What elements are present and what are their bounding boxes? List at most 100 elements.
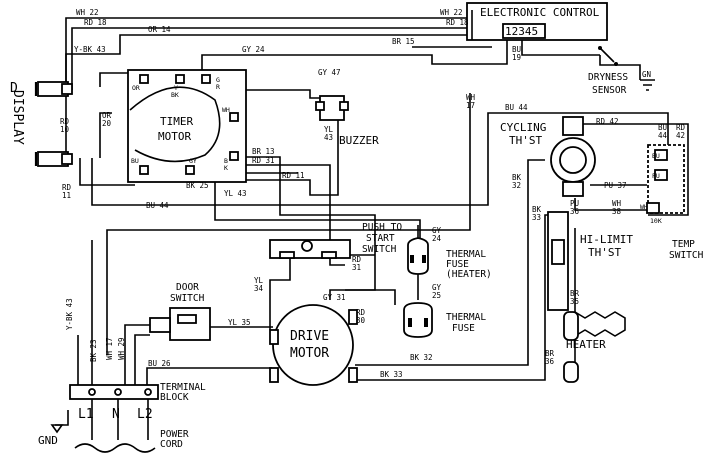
svg-text:WH 17: WH 17 (105, 337, 114, 360)
svg-text:RD: RD (356, 308, 366, 317)
svg-text:24: 24 (432, 234, 442, 243)
svg-text:32: 32 (512, 181, 521, 190)
door-label-1: DOOR (176, 282, 199, 293)
svg-text:BK 25: BK 25 (186, 181, 209, 190)
cycling-thermostat: CYCLING TH'ST (500, 116, 596, 197)
svg-text:BK 23: BK 23 (89, 339, 98, 362)
pc-label-2: CORD (160, 439, 183, 450)
timer-motor: TIMER MOTOR OR Y BK G R WH BU GY B K (127, 69, 247, 183)
svg-text:N: N (112, 407, 120, 422)
tfh-label-2: FUSE (446, 259, 469, 270)
svg-text:Y-BK 43: Y-BK 43 (65, 298, 74, 330)
tb-label-1: TERMINAL (160, 382, 206, 393)
svg-text:RD: RD (676, 123, 686, 132)
thermal-fuse: THERMAL FUSE (403, 302, 486, 338)
svg-text:RD: RD (62, 183, 72, 192)
display-D: D (10, 81, 18, 96)
temp-switch: BU PU WH 10K TEMP SWITCH (640, 144, 704, 261)
svg-text:44: 44 (658, 131, 668, 140)
svg-text:17: 17 (466, 101, 475, 110)
terminal-block: TERMINAL BLOCK L1 N L2 (69, 382, 206, 422)
thermal-fuse-heater: THERMAL FUSE (HEATER) (407, 237, 492, 280)
svg-text:YL: YL (324, 125, 334, 134)
svg-text:R: R (216, 83, 220, 91)
ec-pins: 12345 (505, 25, 538, 38)
tfh-label-1: THERMAL (446, 249, 486, 260)
svg-text:RD 11: RD 11 (282, 171, 305, 180)
pts-label-2: START (366, 233, 395, 244)
electronic-control: ELECTRONIC CONTROL 12345 (466, 2, 608, 41)
svg-text:34: 34 (254, 284, 264, 293)
push-to-start-switch: PUSH TO START SWITCH (269, 222, 402, 259)
buzzer: BUZZER (315, 95, 379, 147)
display: D DISPLAY (10, 81, 73, 167)
buzzer-label: BUZZER (339, 134, 379, 147)
svg-text:43: 43 (324, 133, 333, 142)
svg-text:BK 33: BK 33 (380, 370, 403, 379)
svg-text:OR: OR (102, 111, 112, 120)
svg-text:RD 18: RD 18 (446, 18, 469, 27)
svg-text:OR: OR (132, 84, 140, 92)
temp-label-2: SWITCH (669, 250, 704, 261)
svg-text:33: 33 (532, 213, 541, 222)
svg-text:RD 18: RD 18 (84, 18, 107, 27)
svg-text:11: 11 (62, 191, 71, 200)
svg-text:36: 36 (570, 207, 580, 216)
svg-text:PU: PU (652, 172, 660, 180)
svg-text:38: 38 (612, 207, 622, 216)
power-cord: POWER CORD GND (38, 399, 189, 453)
drive-label-2: MOTOR (290, 346, 329, 361)
svg-text:BU: BU (652, 152, 660, 160)
svg-text:BK: BK (532, 205, 542, 214)
svg-text:19: 19 (512, 53, 521, 62)
svg-text:RD 42: RD 42 (596, 117, 619, 126)
dryness-label-2: SENSOR (592, 85, 627, 96)
svg-text:WH: WH (222, 106, 230, 114)
svg-text:K: K (224, 164, 228, 172)
svg-text:BK: BK (171, 91, 179, 99)
svg-text:YL 43: YL 43 (224, 189, 247, 198)
svg-text:PU: PU (570, 199, 579, 208)
pts-label-3: SWITCH (362, 244, 397, 255)
svg-text:G: G (216, 76, 220, 84)
svg-text:BR 15: BR 15 (392, 37, 415, 46)
svg-text:GY 47: GY 47 (318, 68, 341, 77)
hilimit-label-1: HI-LIMIT (580, 233, 633, 246)
svg-text:WH: WH (612, 199, 622, 208)
hilimit-label-2: TH'ST (588, 246, 621, 259)
svg-text:WH 22: WH 22 (440, 8, 463, 17)
svg-text:GY: GY (432, 283, 442, 292)
svg-text:WH: WH (640, 203, 648, 211)
dryness-sensor: DRYNESS SENSOR GN (588, 46, 655, 96)
pc-label-1: POWER (160, 429, 189, 440)
svg-text:10K: 10K (650, 217, 662, 225)
svg-text:RD: RD (352, 255, 362, 264)
svg-text:25: 25 (432, 291, 441, 300)
temp-label-1: TEMP (672, 239, 695, 250)
svg-text:WH 29: WH 29 (117, 337, 126, 360)
tf-label-2: FUSE (452, 323, 475, 334)
svg-text:WH 22: WH 22 (76, 8, 99, 17)
svg-text:BU: BU (658, 123, 667, 132)
tb-label-2: BLOCK (160, 392, 189, 403)
svg-text:L1: L1 (78, 407, 94, 422)
svg-text:BU: BU (512, 45, 521, 54)
svg-text:PU 37: PU 37 (604, 181, 627, 190)
svg-text:GY 31: GY 31 (323, 293, 346, 302)
svg-text:Y: Y (174, 84, 178, 92)
svg-text:WH: WH (466, 93, 476, 102)
wire-labels: WH 22 WH 22 RD 18 RD 18 Y-BK 43 OR 14 GY… (60, 8, 686, 379)
svg-text:42: 42 (676, 131, 685, 140)
tf-label-1: THERMAL (446, 312, 486, 323)
svg-text:BU: BU (131, 157, 139, 165)
svg-text:BU 44: BU 44 (146, 201, 169, 210)
hi-limit-thermostat: HI-LIMIT TH'ST (547, 211, 633, 311)
svg-text:L2: L2 (137, 407, 153, 422)
dryness-label-1: DRYNESS (588, 72, 628, 83)
svg-text:GY 24: GY 24 (242, 45, 265, 54)
svg-text:31: 31 (352, 263, 361, 272)
svg-text:30: 30 (356, 316, 366, 325)
svg-text:BR 13: BR 13 (252, 147, 275, 156)
svg-text:BU 44: BU 44 (505, 103, 528, 112)
